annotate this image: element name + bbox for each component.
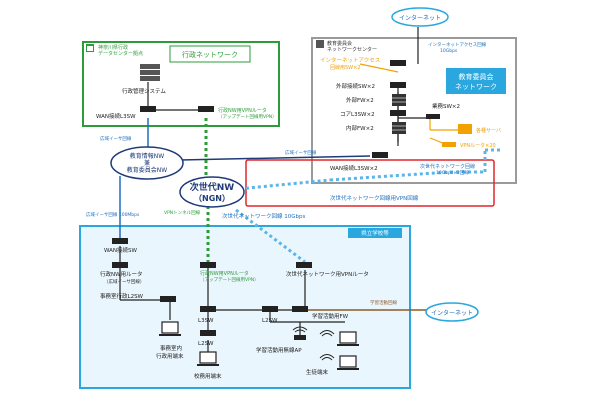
- core-l3sw-label: コアL3SW×2: [340, 111, 375, 118]
- board-ngn-line-speed: 10Gbps×2回線: [436, 169, 469, 176]
- school-ngn-vpn-router-icon: [296, 262, 312, 268]
- ngn-vpn-red-box: [245, 159, 495, 207]
- admin-system-label: 行政管理システム: [122, 87, 166, 95]
- internet-access-line-label: インターネットアクセス回線: [428, 41, 487, 48]
- school-wan-sw-label: WAN接続SW: [104, 246, 138, 254]
- admin-l3sw-icon: [140, 106, 156, 112]
- business-sw-icon: [426, 114, 440, 119]
- admin-wan-l3sw-label: WAN接続L3SW: [96, 112, 136, 120]
- board-badge-line1: 教育委員会: [327, 40, 352, 47]
- school-wan-sw-icon: [112, 238, 128, 244]
- learning-fw-label: 学習活動用FW: [312, 312, 349, 320]
- school-l2sw-a-label: L2SW: [198, 341, 214, 347]
- student-pc-label: 生徒端末: [306, 368, 329, 376]
- learning-line-label: 学習活動回線: [370, 299, 397, 306]
- school-l3sw-icon: [200, 306, 216, 312]
- ngn-cloud: 次世代NW （NGN）: [179, 176, 245, 208]
- ngn-10g-label: 次世代ネットワーク回線 10Gbps: [222, 212, 305, 220]
- internet-access-sw-label2: 回線用SW×2: [330, 64, 361, 71]
- school-l3sw-label: L3SW: [198, 318, 214, 324]
- external-sw-label: 外部接続SW×2: [336, 82, 375, 90]
- office-pc-label2: 行政用端末: [156, 352, 184, 360]
- internet-access-sw-label1: インターネットアクセス: [320, 56, 380, 64]
- kanagawa-badge-line2: データセンター拠点: [98, 50, 143, 57]
- internet-cloud-top: インターネット: [391, 7, 449, 27]
- external-sw-icon: [390, 82, 406, 88]
- board-network-title: 教育委員会 ネットワーク: [446, 68, 506, 94]
- board-wan-l3sw-icon: [372, 152, 388, 158]
- wifi-icon-lower: [319, 354, 335, 361]
- internet-access-line-speed: 10Gbps: [440, 48, 458, 54]
- admin-server-icon: [140, 64, 160, 81]
- internal-fw-label: 内部FW×2: [346, 124, 374, 132]
- school-center-vpn-router-icon: [200, 262, 216, 268]
- vpn-router-x20-label: VPNルータ×20: [460, 142, 496, 149]
- office-pc-label1: 事務室内: [160, 344, 182, 352]
- board-title-line2: ネットワーク: [455, 83, 497, 91]
- edu-nw-cloud: 教育情報NW 兼 教育委員会NW: [110, 146, 184, 180]
- school-badge-text: 県立学校等: [361, 229, 389, 237]
- board-title-line1: 教育委員会: [459, 72, 494, 81]
- teacher-pc-label: 校務用端末: [194, 372, 222, 380]
- teacher-pc-icon: [197, 351, 219, 366]
- ngn-vpn-label: 次世代ネットワーク回線用VPN回線: [330, 194, 419, 202]
- edu-nw-line3: 教育委員会NW: [127, 166, 167, 174]
- board-ngn-line-label: 次世代ネットワーク回線: [420, 163, 475, 170]
- wifi-icon-upper: [319, 330, 335, 337]
- vpn-tunnel-label: VPNトンネル回線: [164, 209, 201, 216]
- kanagawa-badge-line1: 神奈川県行政: [98, 44, 128, 51]
- kanagawa-badge: 神奈川県行政 データセンター拠点: [86, 44, 143, 57]
- wide-ethernet-100m-label: 広域イーサ回線 100Mbps: [86, 211, 140, 218]
- vpn-router-x20-icon: [442, 142, 456, 147]
- office-l2sw-label: 事務室行政L2SW: [100, 292, 144, 300]
- learning-ap-label: 学習活動用無線AP: [256, 346, 302, 354]
- board-badge-line2: ネットワークセンター: [327, 46, 377, 53]
- external-fw-icon: [392, 94, 406, 106]
- admin-vpn-router-icon: [198, 106, 214, 112]
- external-fw-label: 外部FW×2: [346, 96, 374, 104]
- school-center-vpn-label1: 行政NW用VPNルータ: [200, 270, 249, 277]
- board-badge: 教育委員会 ネットワークセンター: [316, 40, 377, 53]
- office-l2sw-icon: [160, 296, 176, 302]
- student-pc-icon-upper: [337, 331, 359, 346]
- student-pc-icon-lower: [337, 355, 359, 370]
- admin-network-title-text: 行政ネットワーク: [182, 50, 238, 59]
- wide-ethernet-left-label: 広域イーサ回線: [100, 135, 132, 142]
- school-center-vpn-label2: （アップデート回線用VPN）: [200, 276, 259, 283]
- learning-fw-icon: [292, 306, 308, 312]
- ngn-line2: （NGN）: [194, 193, 230, 203]
- school-ngn-vpn-router-label: 次世代ネットワーク用VPNルータ: [286, 270, 369, 278]
- core-l3sw-icon: [390, 110, 406, 116]
- school-admin-router-label2: （広域イーサ回線）: [104, 278, 144, 285]
- admin-vpn-router-label1: 行政NW用VPNルータ: [218, 107, 267, 114]
- school-admin-router-label1: 行政NW用ルータ: [100, 270, 143, 278]
- school-admin-router-icon: [112, 262, 128, 268]
- internet-cloud-school: インターネット: [425, 302, 479, 322]
- school-l2sw-b-icon: [262, 306, 278, 312]
- school-l2sw-a-icon: [200, 330, 216, 336]
- ngn-line1: 次世代NW: [190, 181, 235, 193]
- board-wan-l3sw-label: WAN接続L3SW×2: [330, 164, 378, 172]
- internet-access-sw-icon: [390, 60, 406, 66]
- wide-ethernet-right-label: 広域イーサ回線: [285, 149, 317, 156]
- edu-nw-line2: 兼: [144, 159, 150, 167]
- wireless-ap-icon: [292, 326, 308, 340]
- internet-label-top: インターネット: [399, 14, 441, 22]
- internal-fw-icon: [392, 122, 406, 134]
- school-l2sw-b-label: L2SW: [262, 318, 278, 324]
- internet-label-school: インターネット: [431, 309, 473, 317]
- various-servers-label: 各種サーバ: [476, 127, 501, 134]
- various-servers-icon: [458, 124, 472, 134]
- office-pc-icon: [159, 321, 181, 336]
- board-network-center-region: [311, 37, 517, 184]
- business-sw-label: 業務SW×2: [432, 102, 460, 110]
- school-badge: 県立学校等: [348, 228, 402, 238]
- edu-nw-line1: 教育情報NW: [130, 152, 164, 160]
- admin-network-title: 行政ネットワーク: [169, 45, 251, 63]
- admin-vpn-router-label2: （アップデート回線用VPN）: [218, 113, 277, 120]
